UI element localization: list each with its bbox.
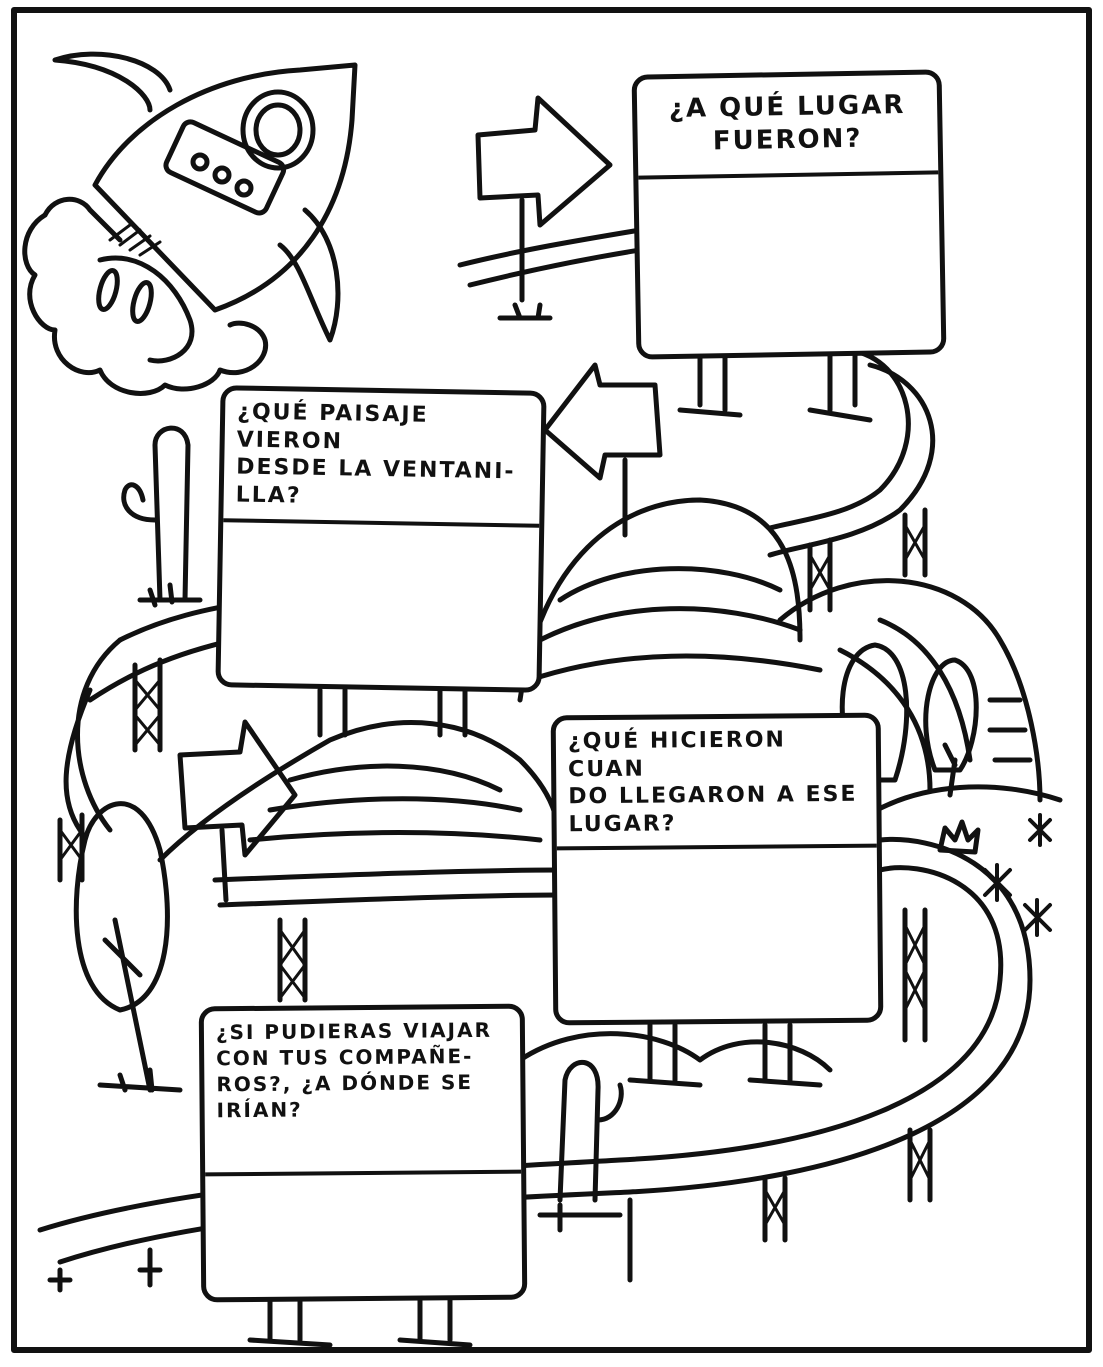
question-sign-classmates: ¿SI PUDIERAS VIAJAR CON TUS COMPAÑE- ROS… — [198, 1003, 528, 1303]
answer-area-activities[interactable] — [557, 848, 878, 1021]
arrow-sign-icon — [177, 95, 663, 903]
question-classmates-text: ¿SI PUDIERAS VIAJAR CON TUS COMPAÑE- ROS… — [203, 1008, 522, 1177]
rocket-icon — [52, 51, 358, 343]
question-landscape-text: ¿QUÉ PAISAJE VIERON DESDE LA VENTANI- LL… — [223, 390, 542, 528]
question-sign-activities: ¿QUÉ HICIERON CUAN DO LLEGARON A ESE LUG… — [550, 712, 884, 1026]
question-destination-text: ¿A QUÉ LUGAR FUERON? — [636, 74, 939, 180]
question-sign-destination: ¿A QUÉ LUGAR FUERON? — [631, 69, 947, 360]
answer-area-classmates[interactable] — [205, 1174, 522, 1297]
cactus-icon — [121, 425, 624, 1218]
answer-area-landscape[interactable] — [220, 522, 539, 687]
page-frame — [11, 7, 1092, 1353]
crown-icon — [937, 819, 981, 855]
question-activities-text: ¿QUÉ HICIERON CUAN DO LLEGARON A ESE LUG… — [555, 717, 877, 851]
astronaut-icon — [22, 196, 269, 396]
sign-legs — [247, 352, 873, 1348]
question-sign-landscape: ¿QUÉ PAISAJE VIERON DESDE LA VENTANI- LL… — [215, 385, 547, 693]
star-icon — [983, 813, 1052, 937]
answer-area-destination[interactable] — [638, 174, 941, 349]
mountain-icon — [157, 497, 1063, 1073]
